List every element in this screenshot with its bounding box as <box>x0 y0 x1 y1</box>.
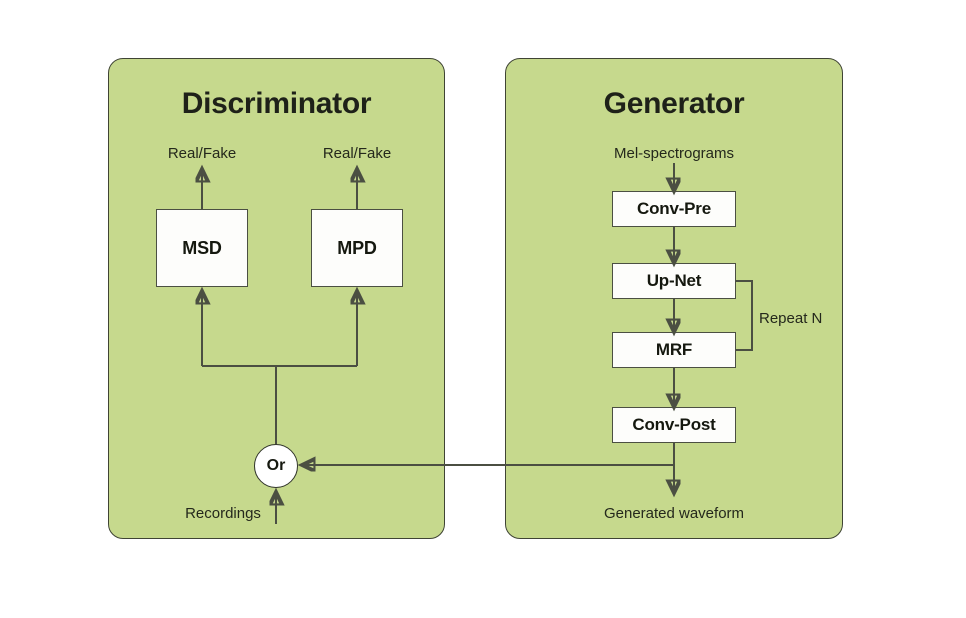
label-recordings: Recordings <box>185 505 261 522</box>
node-or[interactable]: Or <box>254 444 298 488</box>
node-conv-post[interactable]: Conv-Post <box>612 407 736 443</box>
node-mrf-label: MRF <box>655 340 693 359</box>
node-up-net[interactable]: Up-Net <box>612 263 736 299</box>
node-mrf[interactable]: MRF <box>612 332 736 368</box>
label-mpd-realfake: Real/Fake <box>322 145 392 162</box>
node-mpd-label: MPD <box>337 237 377 258</box>
label-generated-waveform: Generated waveform <box>603 505 745 522</box>
node-conv-pre-label: Conv-Pre <box>637 199 711 218</box>
node-mpd[interactable]: MPD <box>311 209 403 287</box>
node-msd[interactable]: MSD <box>156 209 248 287</box>
label-msd-realfake: Real/Fake <box>167 145 237 162</box>
panel-title-discriminator: Discriminator <box>181 87 372 120</box>
node-conv-post-label: Conv-Post <box>632 415 716 434</box>
label-repeat-n: Repeat N <box>759 310 823 327</box>
node-msd-label: MSD <box>182 237 222 258</box>
label-mel-spectrograms: Mel-spectrograms <box>613 145 735 162</box>
node-or-label: Or <box>266 457 286 474</box>
panel-title-generator: Generator <box>603 87 745 120</box>
node-conv-pre[interactable]: Conv-Pre <box>612 191 736 227</box>
node-up-net-label: Up-Net <box>646 271 702 290</box>
